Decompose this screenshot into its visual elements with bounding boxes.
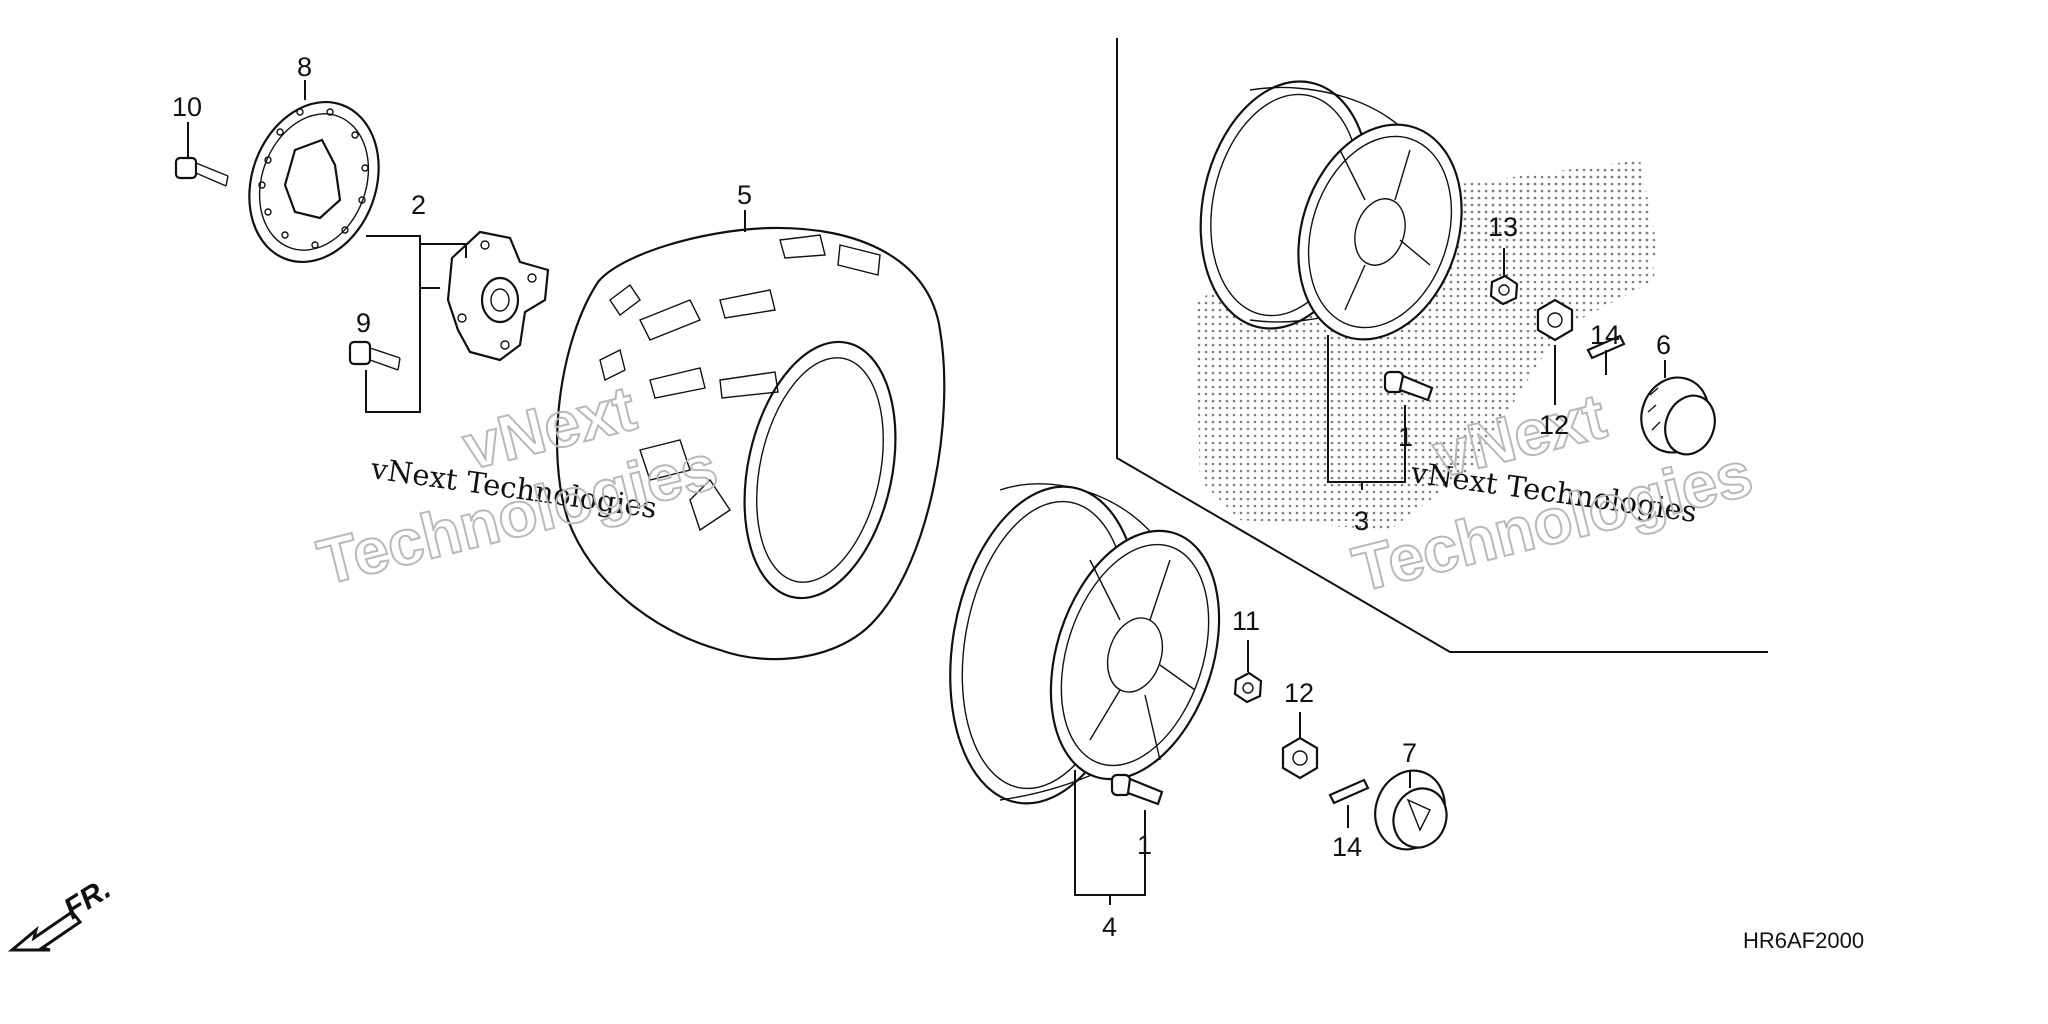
callout-14-lower: 14 xyxy=(1332,832,1362,862)
diagram-code: HR6AF2000 xyxy=(1743,928,1864,953)
callout-9: 9 xyxy=(356,308,371,338)
front-direction-arrow: FR. xyxy=(7,872,117,952)
callout-6: 6 xyxy=(1656,330,1671,360)
callout-2: 2 xyxy=(411,190,426,220)
callout-10: 10 xyxy=(172,92,202,122)
valve-part-1-lower xyxy=(1110,773,1164,806)
hub-part-2 xyxy=(446,230,550,362)
callout-11: 11 xyxy=(1232,606,1260,636)
lug-nut-part-12-upper xyxy=(1536,298,1574,342)
valve-part-1-upper xyxy=(1383,370,1434,402)
bolt-part-10 xyxy=(174,156,229,187)
pin-part-14-upper xyxy=(1586,334,1626,360)
callout-8: 8 xyxy=(297,52,312,82)
wheel-part-4 xyxy=(949,483,1221,805)
leader-lines xyxy=(187,80,1666,905)
callout-5: 5 xyxy=(737,180,752,210)
nut-part-13 xyxy=(1489,274,1519,306)
callout-4: 4 xyxy=(1102,912,1117,942)
callout-numbers: 10 8 2 9 5 13 14 6 12 1 3 11 12 7 14 1 4 xyxy=(172,52,1671,942)
nut-part-11 xyxy=(1233,671,1263,704)
callout-12-lower: 12 xyxy=(1284,678,1314,708)
lug-nut-part-12-lower xyxy=(1281,736,1319,780)
cap-part-7 xyxy=(1374,769,1448,851)
callout-13: 13 xyxy=(1488,212,1518,242)
callout-14-upper: 14 xyxy=(1590,320,1620,350)
inset-frame xyxy=(1116,38,1768,653)
callout-12-upper: 12 xyxy=(1539,410,1569,440)
tire-part-5 xyxy=(556,226,946,661)
callout-1-lower: 1 xyxy=(1137,830,1152,860)
bolt-part-9 xyxy=(348,340,401,371)
pin-part-14-lower xyxy=(1328,778,1370,805)
callout-1-upper: 1 xyxy=(1398,422,1413,452)
cap-part-6 xyxy=(1640,376,1716,456)
callout-7: 7 xyxy=(1402,738,1417,768)
wheel-part-3 xyxy=(1199,80,1463,341)
callout-3: 3 xyxy=(1354,506,1369,536)
brake-disc-part-8 xyxy=(248,100,380,264)
